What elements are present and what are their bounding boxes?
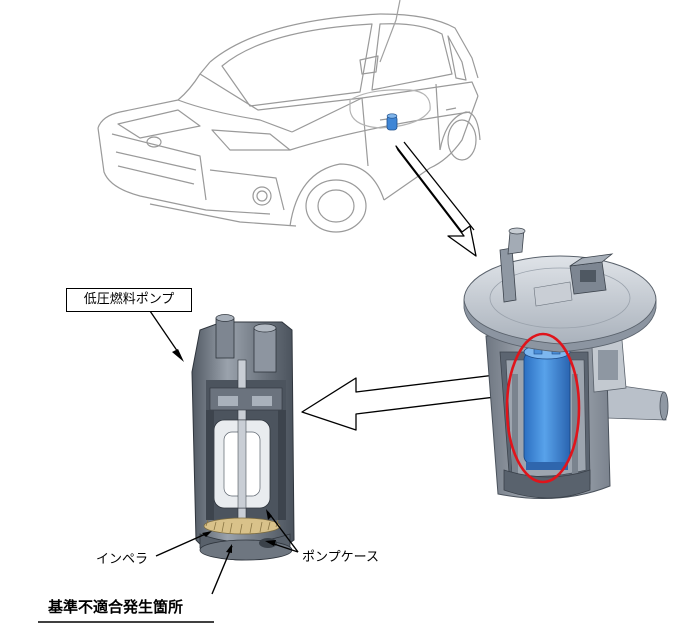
defect-location-label: 基準不適合発生箇所	[48, 598, 184, 616]
pump-location-in-car	[386, 113, 398, 131]
pump-highlight-circle	[505, 332, 581, 484]
callout-leaders	[38, 511, 299, 623]
pump-case-label: ポンプケース	[302, 550, 379, 565]
impeller-label: インペラ	[96, 552, 149, 567]
car-illustration	[97, 0, 481, 233]
label-leader	[149, 310, 184, 362]
fuel-pump-module	[463, 227, 669, 499]
arrow-car-to-module	[395, 141, 477, 257]
arrow-module-to-pump	[301, 371, 521, 431]
low-pressure-fuel-pump-label: 低圧燃料ポンプ	[66, 288, 192, 312]
low-pressure-fuel-pump-cutaway	[191, 314, 295, 561]
callout-arrowheads	[202, 509, 276, 553]
